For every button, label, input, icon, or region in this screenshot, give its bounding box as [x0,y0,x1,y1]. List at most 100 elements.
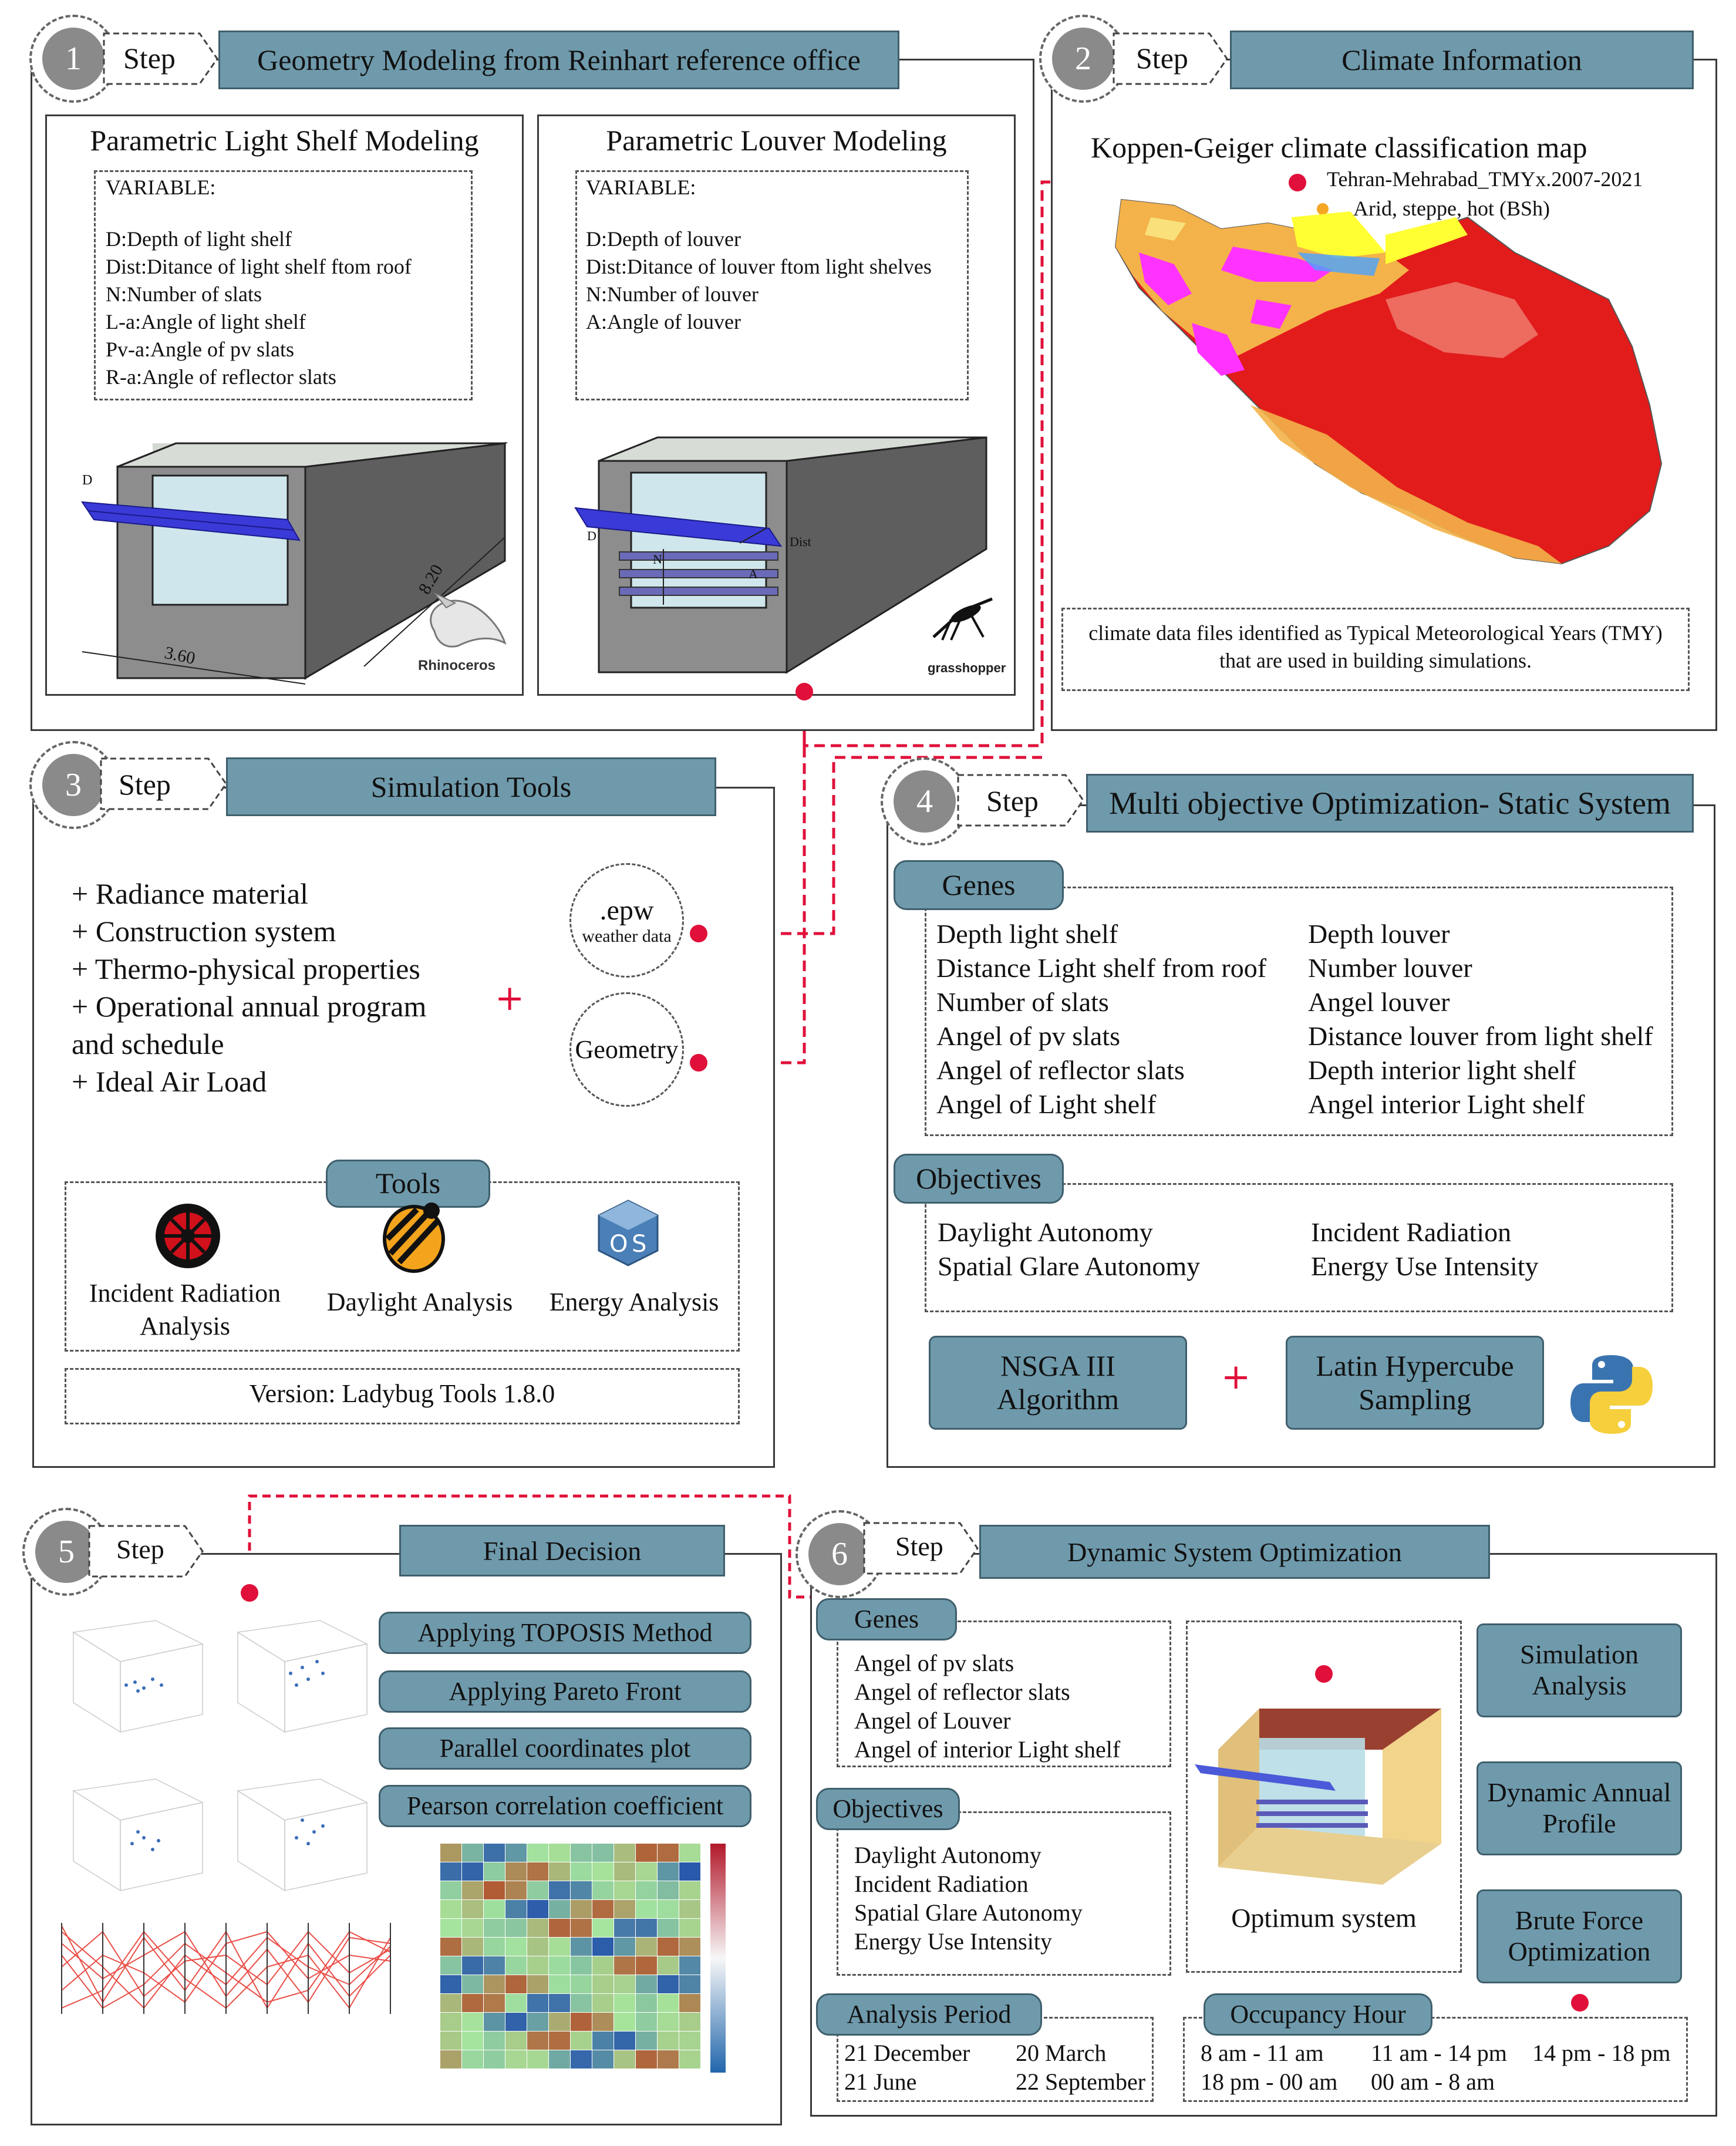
heatmap-cell [484,2050,505,2068]
gene-item: Angel interior Light shelf [1308,1089,1585,1119]
step1-step-label: Step [123,42,176,75]
heatmap-cell [440,1862,461,1881]
static-genes-box [925,887,1673,1136]
step4-step-label: Step [986,784,1039,817]
epw-input-circle: .epw weather data [569,863,684,978]
heatmap-cell [484,2032,505,2050]
step4-title: Multi objective Optimization- Static Sys… [1086,774,1694,833]
grasshopper-logo-text: grasshopper [928,661,1006,675]
heatmap-cell [505,2013,527,2031]
tool-energy-analysis: Energy Analysis [549,1288,719,1316]
heatmap-cell [462,1862,483,1881]
heatmap-cell [636,1938,657,1956]
gene-item: Depth light shelf [936,919,1118,949]
heatmap-cell [679,1881,700,1899]
heatmap-cell [440,2013,461,2031]
heatmap-cell [592,1862,614,1881]
light-shelf-variable-label: VARIABLE: [106,176,216,199]
heatmap-cell [462,1956,483,1975]
heatmap-cell [636,1919,657,1937]
gene-item: Number louver [1308,953,1472,983]
light-shelf-variables-box [94,170,473,400]
gene-item: Depth louver [1308,919,1450,949]
heatmap-cell [571,1975,592,1993]
heatmap-cell [658,1844,679,1862]
heatmap-cell [614,1900,635,1918]
occupancy-slot: 8 am - 11 am [1201,2040,1324,2066]
epw-label: .epw [599,895,654,926]
dynamic-objectives-label: Objectives [816,1788,960,1830]
static-objectives-label: Objectives [894,1154,1064,1204]
light-shelf-variables-list: D:Depth of light shelf Dist:Ditance of l… [106,225,412,391]
heatmap-cell [571,1862,592,1881]
heatmap-cell [549,2032,570,2050]
heatmap-cell [462,1938,483,1956]
correlation-heatmap [440,1844,726,2073]
heatmap-cell [679,1900,700,1918]
map-title: Koppen-Geiger climate classification map [1091,131,1587,164]
heatmap-cell [549,1844,570,1862]
heatmap-cell [527,1975,548,1993]
heatmap-cell [505,1919,527,1937]
grasshopper-logo-icon [932,597,993,641]
heatmap-cell [614,2013,635,2031]
tool-incident-radiation: Incident Radiation Analysis [89,1279,281,1340]
heatmap-cell [549,1994,570,2012]
static-genes-right-list: Depth louver Number louver Angel louver … [1308,917,1653,1121]
heatmap-cell [549,1956,570,1975]
heatmap-cell [440,1844,461,1862]
heatmap-cell [658,1975,679,1993]
heatmap-cell [484,1900,505,1918]
tmy-note-line1: climate data files identified as Typical… [1088,621,1663,645]
analysis-date: 20 March [1016,2040,1107,2066]
parallel-coordinates-plot [61,1923,391,2014]
heatmap-cell [571,1994,592,2012]
step2-title: Climate Information [1230,31,1694,89]
heatmap-cell [679,1975,700,1993]
heatmap-cell [658,2032,679,2050]
heatmap-cell [679,1994,700,2012]
epw-sublabel: weather data [582,927,672,946]
heatmap-cell [440,1956,461,1975]
rhinoceros-logo-text: Rhinoceros [418,658,496,673]
louver-number-label: N [653,552,662,567]
heatmap-cell [592,1881,614,1899]
geometry-label: Geometry [575,1035,679,1064]
heatmap-cell [614,1844,635,1862]
step2-number: 2 [1039,15,1127,103]
heatmap-cell [636,1975,657,1993]
heatmap-cell [592,2032,614,2050]
version-text: Version: Ladybug Tools 1.8.0 [249,1379,555,1408]
step5-number: 5 [22,1508,110,1596]
incident-radiation-icon [156,1204,220,1268]
heatmap-cell [484,1862,505,1881]
heatmap-cell [549,1862,570,1881]
heatmap-cell [679,2032,700,2050]
louver-variables-box [575,170,969,400]
heatmap-cell [636,2050,657,2068]
heatmap-cell [462,1881,483,1899]
heatmap-cell [614,1938,635,1956]
occupancy-slot: 18 pm - 00 am [1201,2068,1338,2095]
heatmap-cell [527,2050,548,2068]
objective-item: Spatial Glare Autonomy [854,1899,1083,1926]
step3-arrow-tag [100,757,227,810]
heatmap-cell [440,1994,461,2012]
objective-item: Incident Radiation [854,1871,1029,1897]
step5-title: Final Decision [399,1525,725,1576]
heatmap-cell [658,1938,679,1956]
heatmap-cell [679,2050,700,2068]
heatmap-cell [679,1919,700,1937]
simulation-input-item: + Construction system [72,915,336,948]
heatmap-cell [462,1900,483,1918]
heatmap-cell [571,2032,592,2050]
louver-depth-label: D [587,528,596,543]
pearson-correlation-button: Pearson correlation coefficient [379,1785,751,1827]
climate-type: Arid, steppe, hot (BSh) [1353,197,1550,220]
heatmap-cell [462,2050,483,2068]
heatmap-cell [636,1881,657,1899]
tool-daylight-analysis: Daylight Analysis [326,1288,513,1316]
heatmap-cell [571,1844,592,1862]
step2-step-label: Step [1136,42,1188,75]
variable-item: N:Number of louver [586,282,759,306]
